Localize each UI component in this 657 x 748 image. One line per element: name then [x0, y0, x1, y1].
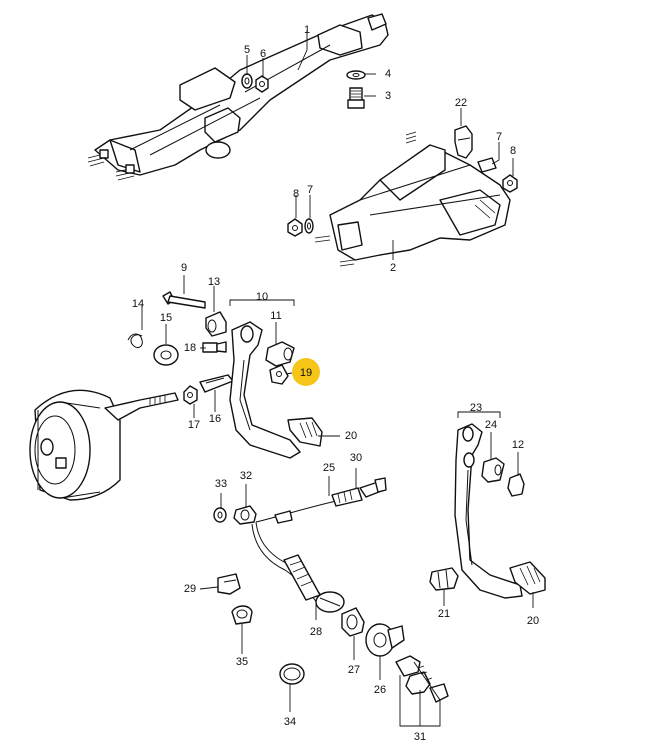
label-24: 24 [485, 419, 497, 431]
clip-part-19 [269, 364, 289, 385]
clamp-part-35 [231, 605, 253, 625]
sleeve-part-27 [341, 607, 365, 637]
adjuster-part-28 [283, 554, 345, 613]
washer-part-33 [213, 507, 227, 523]
part-labels: 1 5 6 4 3 22 7 8 8 7 2 9 13 10 11 14 15 … [132, 24, 539, 743]
label-32: 32 [240, 470, 252, 482]
label-28: 28 [310, 626, 322, 638]
label-22: 22 [455, 97, 467, 109]
end-fitting-part-30 [359, 477, 387, 498]
stop-part-21 [429, 567, 459, 591]
label-18: 18 [184, 342, 196, 354]
label-1: 1 [304, 24, 310, 36]
nut-part-6 [255, 75, 269, 93]
label-2: 2 [390, 262, 396, 274]
label-19: 19 [300, 367, 312, 379]
label-9: 9 [181, 262, 187, 274]
bushing-part-13 [205, 311, 227, 337]
sleeve-part-24 [481, 457, 505, 483]
bolt-part-3 [347, 87, 365, 109]
sleeve-part-11 [265, 341, 295, 367]
label-30: 30 [350, 452, 362, 464]
pin-part-16 [199, 374, 234, 393]
spring-part-14 [127, 333, 143, 348]
brake-pedal-part-23 [454, 423, 523, 599]
label-20-left: 20 [345, 430, 357, 442]
ring-part-34 [279, 663, 305, 685]
nut-part-8-left [287, 218, 303, 237]
washer-part-7-right [477, 157, 497, 173]
label-10: 10 [256, 291, 268, 303]
label-20-right: 20 [527, 615, 539, 627]
label-23: 23 [470, 402, 482, 414]
clip-part-29 [217, 573, 241, 595]
bolt-part-18 [202, 341, 227, 353]
clutch-cable-part-25 [251, 487, 363, 611]
label-33: 33 [215, 478, 227, 490]
label-17: 17 [188, 419, 200, 431]
clip-part-12 [507, 473, 525, 497]
label-15: 15 [160, 312, 172, 324]
pedal-pad-part-20-right [509, 561, 546, 595]
leader-lines [141, 30, 534, 727]
label-8-right: 8 [510, 145, 516, 157]
pedal-bracket-assembly [87, 13, 389, 181]
nut-part-8-right [502, 174, 518, 193]
label-21: 21 [438, 608, 450, 620]
clip-part-22 [454, 125, 473, 159]
label-4: 4 [385, 68, 391, 80]
label-27: 27 [348, 664, 360, 676]
label-11: 11 [270, 310, 281, 322]
highlight-marker-19 [292, 358, 320, 386]
label-25: 25 [323, 462, 335, 474]
label-29: 29 [184, 583, 196, 595]
label-6: 6 [260, 48, 266, 60]
label-5: 5 [244, 44, 250, 56]
label-12: 12 [512, 439, 524, 451]
rubber-part-32 [233, 505, 257, 525]
label-31: 31 [414, 731, 426, 743]
label-16: 16 [209, 413, 221, 425]
washer-part-4 [346, 70, 366, 80]
washer-part-7-left [304, 218, 314, 234]
label-7-left: 7 [307, 184, 313, 196]
nut-part-17 [183, 385, 198, 405]
support-bracket-part-2 [314, 131, 511, 267]
sleeve-part-15 [153, 344, 179, 366]
brake-booster [29, 389, 179, 501]
bolt-part-9 [162, 291, 206, 309]
label-26: 26 [374, 684, 386, 696]
label-3: 3 [385, 90, 391, 102]
bushing-part-26 [365, 623, 405, 657]
label-14: 14 [132, 298, 144, 310]
label-8-left: 8 [293, 188, 299, 200]
label-34: 34 [284, 716, 296, 728]
label-7-right: 7 [496, 131, 502, 143]
clutch-pedal-part-10 [229, 321, 301, 459]
washer-part-5 [241, 73, 253, 89]
pedal-pad-part-20-left [287, 417, 323, 447]
stud-part-31 [395, 655, 449, 703]
label-35: 35 [236, 656, 248, 668]
label-13: 13 [208, 276, 220, 288]
